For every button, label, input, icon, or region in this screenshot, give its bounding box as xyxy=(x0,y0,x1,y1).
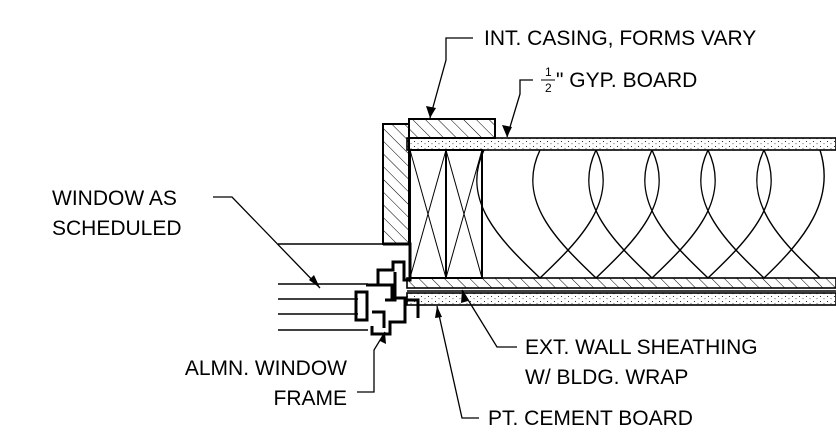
callout-window-line1: WINDOW AS xyxy=(52,187,177,210)
wood-studs xyxy=(409,149,483,279)
leader-gyp-board xyxy=(506,79,533,138)
callout-window-line2: SCHEDULED xyxy=(52,217,182,240)
aluminum-window-frame xyxy=(354,242,420,336)
interior-casing xyxy=(408,118,496,139)
leader-lines xyxy=(213,37,533,419)
callout-ext-sheathing-line1: EXT. WALL SHEATHING xyxy=(525,336,758,359)
leader-arrowheads xyxy=(309,106,512,344)
callout-ext-sheathing-line2: W/ BLDG. WRAP xyxy=(525,366,688,389)
leader-frame xyxy=(357,331,386,393)
gypsum-board xyxy=(406,137,836,151)
leader-int-casing xyxy=(429,37,473,119)
callout-gyp-board: " GYP. BOARD xyxy=(556,69,697,92)
leader-window xyxy=(213,196,321,289)
leader-cement-board xyxy=(436,305,479,419)
ext-wall-sheathing xyxy=(406,277,836,289)
cement-board xyxy=(406,292,836,306)
batt-insulation xyxy=(476,149,825,279)
callout-gyp-fraction-den: 2 xyxy=(545,81,552,95)
callout-cement-board: PT. CEMENT BOARD xyxy=(488,407,693,430)
callout-frame-line1: ALMN. WINDOW xyxy=(185,357,347,380)
leader-ext-sheathing xyxy=(461,289,517,348)
callout-frame-line2: FRAME xyxy=(274,387,348,410)
callout-gyp-fraction-num: 1 xyxy=(545,65,552,79)
window-glazing xyxy=(278,243,383,331)
callout-int-casing: INT. CASING, FORMS VARY xyxy=(484,27,756,50)
jamb-extension xyxy=(382,123,410,245)
